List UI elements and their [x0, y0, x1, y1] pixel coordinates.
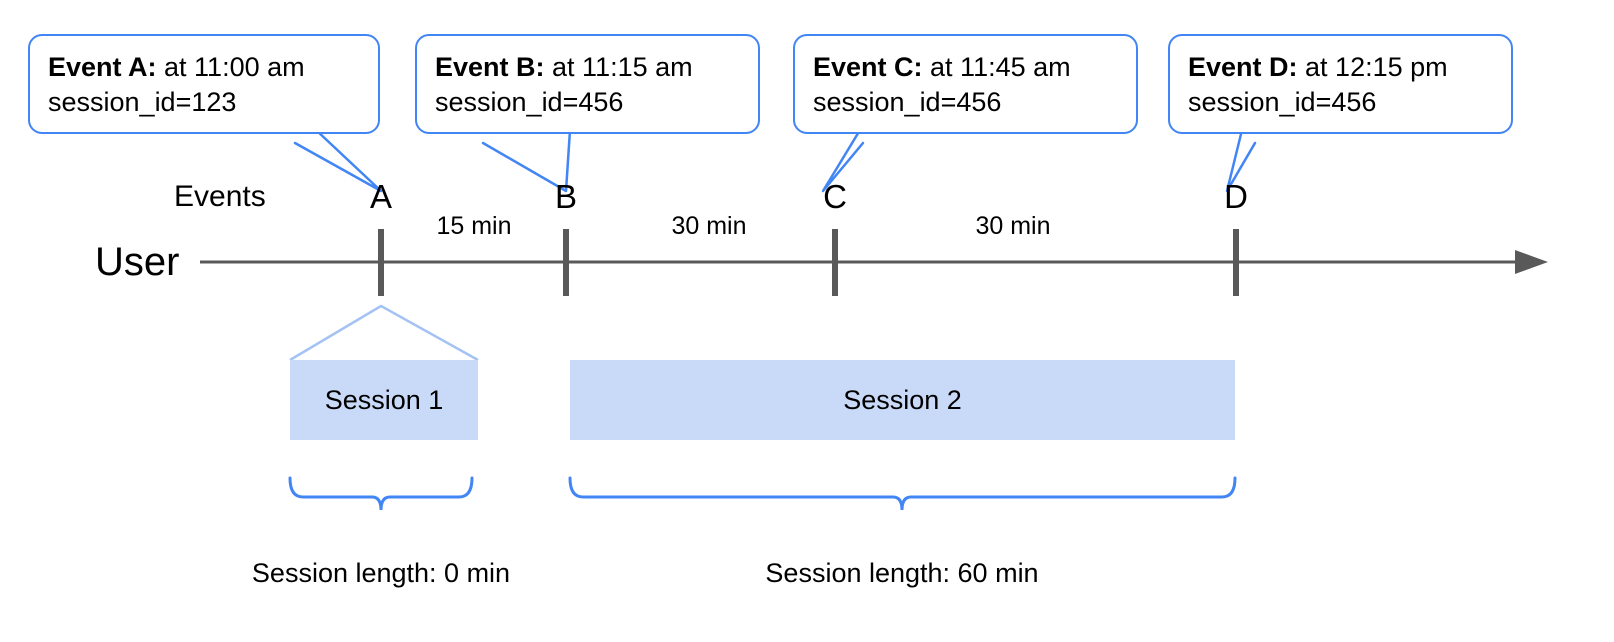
callout-d-title: Event D:: [1188, 52, 1298, 82]
session-box-1: Session 1: [290, 360, 478, 440]
callout-a-session: session_id=123: [48, 87, 237, 118]
gap-label-a-b: 15 min: [436, 212, 512, 240]
callout-a-time: at 11:00 am: [156, 52, 305, 82]
callout-tail-c: [821, 128, 865, 193]
callout-c-time: at 11:45 am: [922, 52, 1071, 82]
session-2-brace: [568, 476, 1237, 511]
gap-label-c-d: 30 min: [975, 212, 1051, 240]
session-1-brace: [288, 476, 474, 511]
events-lane-label: Events: [174, 180, 266, 213]
callout-tail-d: [1225, 128, 1257, 193]
callout-b-title: Event B:: [435, 52, 545, 82]
callout-event-d: Event D: at 12:15 pm session_id=456: [1168, 34, 1513, 135]
session-1-tent-connector: [289, 304, 479, 362]
gap-label-b-c: 30 min: [671, 212, 747, 240]
session-box-2: Session 2: [570, 360, 1235, 440]
event-letter-a: A: [369, 178, 393, 215]
callout-c-session: session_id=456: [813, 87, 1002, 118]
callout-event-a: Event A: at 11:00 am session_id=123: [28, 34, 380, 135]
session-box-1-label: Session 1: [324, 384, 444, 415]
session-1-length-label: Session length: 0 min: [251, 558, 511, 588]
session-box-2-label: Session 2: [843, 384, 962, 415]
event-letter-c: C: [823, 178, 847, 215]
event-letter-b: B: [554, 178, 578, 215]
session-2-length-label: Session length: 60 min: [765, 558, 1039, 588]
callout-event-b: Event B: at 11:15 am session_id=456: [415, 34, 760, 135]
callout-c-title: Event C:: [813, 52, 923, 82]
callout-tail-a: [293, 128, 383, 193]
callout-b-session: session_id=456: [435, 87, 624, 118]
callout-tail-b: [481, 128, 572, 193]
user-lane-label: User: [95, 240, 180, 284]
callout-d-time: at 12:15 pm: [1297, 52, 1448, 82]
timeline-axis: [200, 250, 1548, 274]
callout-a-title: Event A:: [48, 52, 157, 82]
event-letter-d: D: [1224, 178, 1248, 215]
callout-event-c: Event C: at 11:45 am session_id=456: [793, 34, 1138, 135]
callout-d-session: session_id=456: [1188, 87, 1377, 118]
callout-b-time: at 11:15 am: [544, 52, 693, 82]
